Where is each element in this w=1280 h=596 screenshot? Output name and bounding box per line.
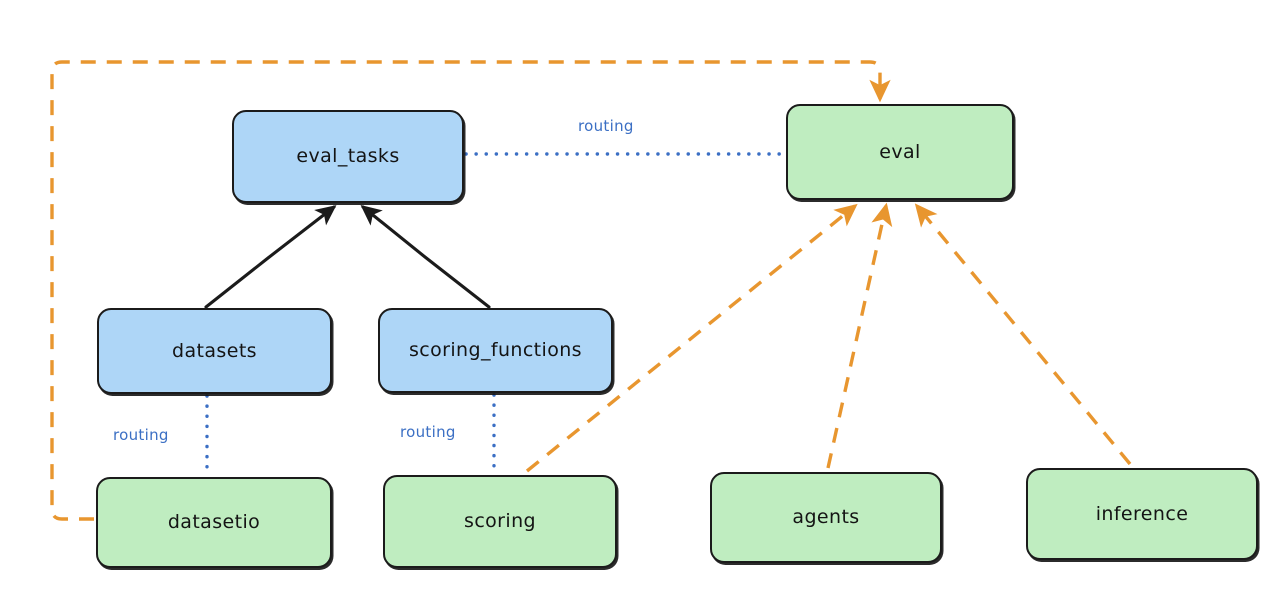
node-scoring-functions[interactable]: scoring_functions	[378, 308, 613, 393]
edge-scoring-functions-to-eval-tasks	[360, 205, 491, 309]
node-agents[interactable]: agents	[710, 472, 942, 563]
edge-label-datasets-routing: routing	[113, 426, 169, 444]
node-inference[interactable]: inference	[1026, 468, 1258, 560]
node-scoring[interactable]: scoring	[383, 475, 617, 568]
node-label-scoring-functions: scoring_functions	[409, 339, 582, 362]
edge-label-eval-routing: routing	[578, 117, 634, 135]
edge-scoring-to-eval-dependency	[525, 203, 858, 473]
edge-agents-to-eval-dependency	[826, 202, 893, 469]
edge-inference-to-eval-dependency	[914, 203, 1132, 466]
node-label-eval-tasks: eval_tasks	[296, 145, 400, 168]
node-label-scoring: scoring	[464, 510, 536, 533]
edge-datasetio-to-eval-dependency	[50, 60, 891, 521]
node-datasets[interactable]: datasets	[97, 308, 332, 394]
node-datasetio[interactable]: datasetio	[96, 477, 332, 568]
node-label-agents: agents	[792, 506, 860, 529]
edge-label-scoring-functions-routing: routing	[400, 423, 456, 441]
node-label-inference: inference	[1095, 502, 1189, 525]
node-eval-tasks[interactable]: eval_tasks	[232, 110, 464, 203]
node-label-datasetio: datasetio	[167, 511, 261, 534]
node-eval[interactable]: eval	[786, 104, 1014, 200]
node-label-eval: eval	[879, 140, 921, 163]
edge-datasets-to-eval-tasks	[204, 205, 337, 309]
node-label-datasets: datasets	[172, 339, 257, 362]
